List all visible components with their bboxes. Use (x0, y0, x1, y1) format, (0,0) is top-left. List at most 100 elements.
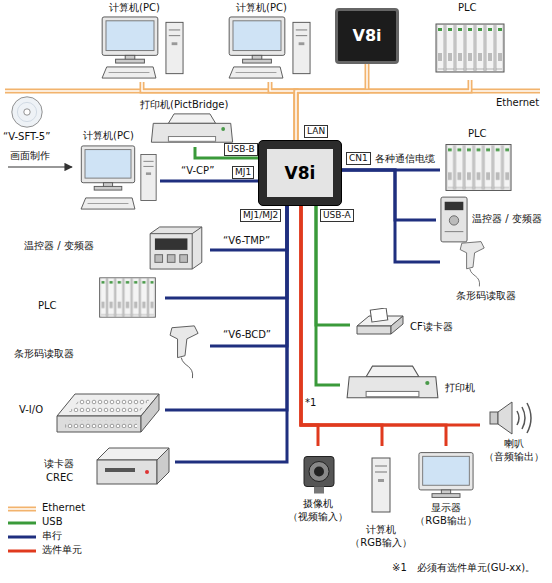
connector (301, 206, 318, 446)
device-node: 显示器 （RGB输出） (414, 446, 479, 530)
device-node: 摄像机 （视频输入） (288, 446, 349, 530)
caption: 画面制作 (10, 150, 50, 162)
controller-icon (150, 227, 202, 269)
barcode-scanner (460, 242, 484, 287)
node-label: 计算机(PC) (109, 2, 160, 14)
device-node: PLC (30, 274, 165, 320)
connector-line (160, 180, 258, 183)
legend-text: Ethernet (42, 502, 85, 514)
device-node: CF读卡器 (350, 305, 480, 347)
connector-line (165, 206, 287, 298)
node-label: PLC (468, 128, 487, 140)
node-label: 条形码读取器 (14, 348, 74, 360)
bus-label: Ethernet (496, 97, 539, 109)
display-monitor (419, 453, 473, 498)
connector-core (296, 64, 367, 140)
node-label: V-I/O (19, 404, 43, 416)
device-screen: V8i (258, 140, 342, 206)
inverter-icon (441, 197, 467, 242)
legend-text: 选件单元 (42, 544, 82, 556)
device-node: PLC (430, 2, 510, 80)
connector (165, 206, 287, 298)
pc-tower (166, 22, 183, 73)
pc-tower (141, 155, 156, 201)
node-label: 读卡器 (44, 458, 74, 470)
device-node: PLC (440, 128, 520, 195)
connector-line (175, 206, 287, 462)
connector-line (210, 206, 287, 346)
cable-label: “V-CP” (180, 165, 215, 177)
device-node: 计算机(PC) (95, 2, 190, 82)
connector (316, 206, 350, 325)
connector (316, 206, 340, 385)
note-mark: *1 (305, 397, 316, 409)
footnote: ※1 必须有选件单元(GU-xx)。 (392, 562, 535, 574)
connector (165, 206, 287, 410)
pc-monitor (81, 146, 134, 190)
port-label: USB-B (224, 143, 258, 156)
device-screen: V8i (335, 8, 399, 64)
node-label: 温控器 / 变频器 (24, 240, 94, 252)
cable-label: “V6-BCD” (222, 329, 272, 341)
connector-line (270, 82, 296, 140)
printer-icon (151, 114, 232, 142)
camera-icon (304, 457, 334, 494)
node-label: 计算机(PC) (236, 2, 287, 14)
legend-sample-core (8, 508, 36, 510)
connector-line (296, 64, 367, 140)
connector-line (142, 82, 296, 140)
node-label: 条形码读取器 (456, 290, 516, 302)
plc-rack (436, 24, 504, 72)
node-label: 打印机 (445, 382, 475, 394)
connector-line (316, 206, 350, 325)
legend-sample (8, 550, 36, 553)
device-node: 打印机(PictBridge) (140, 99, 240, 147)
node-label: V8i (338, 11, 396, 61)
cable-label: 各种通信电缆 (374, 153, 436, 165)
cable-label: “V6-TMP” (222, 235, 271, 247)
port-label: USB-A (320, 209, 354, 222)
software-name: “V-SFT-5” (3, 131, 50, 143)
node-label: CREC (46, 472, 73, 484)
node-label: 显示器 （RGB输出） (414, 502, 478, 527)
legend-sample (8, 522, 36, 525)
connector (342, 170, 440, 262)
connector (301, 206, 382, 446)
port-label: LAN (304, 125, 328, 138)
device-node: 读卡器 CREC (40, 442, 175, 490)
connector-line (165, 206, 287, 410)
legend-text: 串行 (42, 530, 62, 542)
port-label: MJ1 (232, 166, 254, 179)
legend (8, 509, 36, 551)
device-node: 计算机(PC) (222, 2, 317, 82)
connector-line (342, 170, 440, 262)
plc-rack (100, 278, 156, 317)
connector-line (301, 206, 382, 446)
device-node: 计算机 （RGB输入） (350, 446, 413, 552)
connector (296, 64, 367, 140)
pc-monitor (229, 17, 285, 63)
barcode-scanner (170, 326, 198, 378)
connector (270, 82, 296, 140)
printer-icon (347, 366, 438, 398)
connector-line (301, 206, 480, 425)
node-label: 计算机 （RGB输入） (350, 524, 412, 549)
connector (301, 206, 480, 425)
connector-core (296, 80, 470, 140)
node-label: V8i (267, 149, 333, 197)
device-node: 温控器 / 变频器 (436, 195, 548, 245)
connector (210, 206, 287, 250)
connector-core (270, 82, 296, 140)
node-label: PLC (38, 300, 57, 312)
node-label: 温控器 / 变频器 (472, 213, 542, 225)
pc-keyboard (102, 67, 156, 78)
connector (342, 170, 436, 220)
connector-line (301, 206, 318, 446)
legend-text: USB (42, 516, 63, 528)
device-node: 计算机(PC) (75, 130, 160, 220)
pc-keyboard (229, 67, 283, 78)
connector-line (316, 206, 340, 385)
pc-monitor (102, 17, 158, 63)
pc-keyboard (81, 198, 135, 209)
